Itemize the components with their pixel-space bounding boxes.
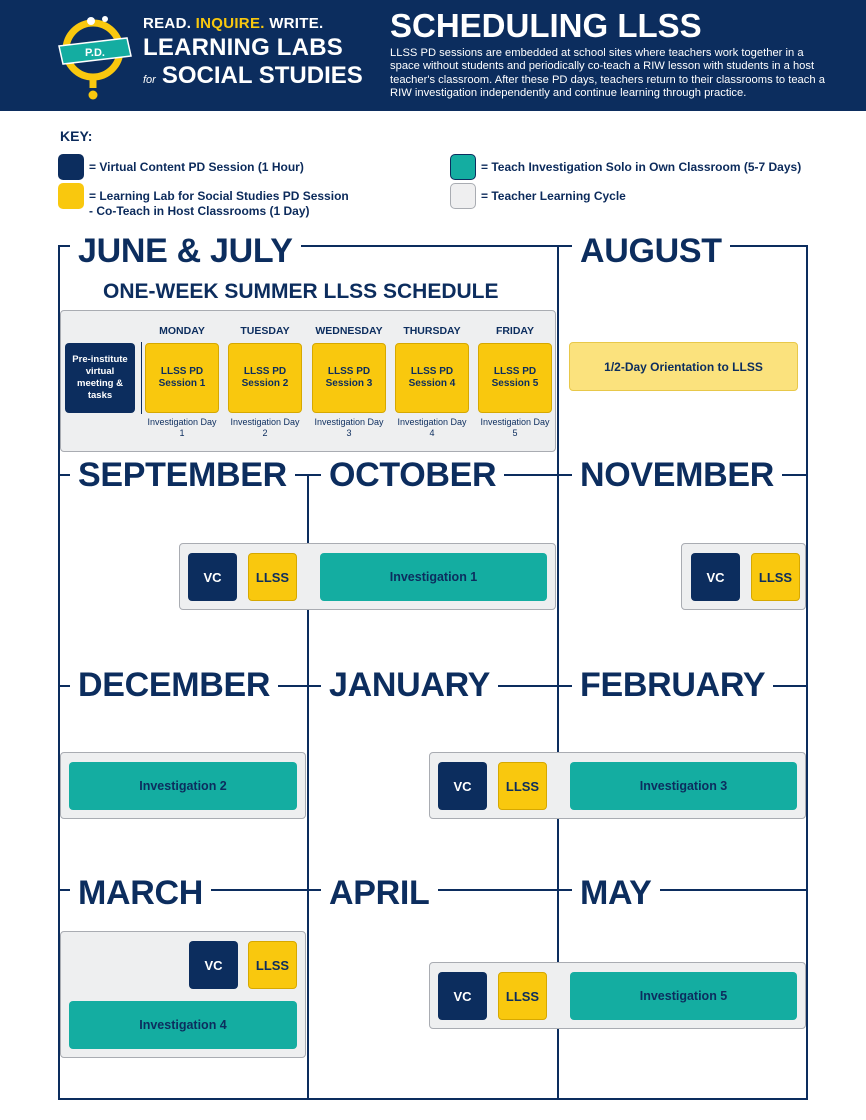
- day-wednesday: WEDNESDAY: [315, 325, 383, 337]
- grid-line-bottom: [58, 1098, 808, 1100]
- key-virtual-label: = Virtual Content PD Session (1 Hour): [89, 160, 304, 174]
- cycle-panel-3: Investigation 2: [60, 752, 306, 819]
- grid-line-right: [806, 245, 808, 1100]
- key-lab-label: = Learning Lab for Social Studies PD Ses…: [89, 189, 349, 218]
- llss-block: LLSS: [498, 972, 547, 1020]
- brand-line-2: for SOCIAL STUDIES: [143, 62, 363, 90]
- llss-session-4: LLSS PD Session 4: [395, 343, 469, 413]
- month-june-july: JUNE & JULY: [70, 233, 301, 269]
- cycle-panel-2: VC LLSS: [681, 543, 806, 610]
- investigation-day-2: Investigation Day 2: [230, 417, 300, 438]
- cycle-panel-5: VC LLSS Investigation 4: [60, 931, 306, 1058]
- key-solo-swatch: [450, 154, 476, 180]
- page-title: SCHEDULING LLSS: [390, 7, 702, 44]
- month-may: MAY: [572, 875, 660, 911]
- investigation-1-block: Investigation 1: [320, 553, 547, 601]
- tagline-write: WRITE.: [269, 15, 324, 32]
- llss-block: LLSS: [751, 553, 800, 601]
- llss-block: LLSS: [248, 553, 297, 601]
- key-solo-label: = Teach Investigation Solo in Own Classr…: [481, 160, 802, 174]
- key-virtual-swatch: [58, 154, 84, 180]
- investigation-day-5: Investigation Day 5: [480, 417, 550, 438]
- llss-session-3: LLSS PD Session 3: [312, 343, 386, 413]
- cycle-panel-4: VC LLSS Investigation 3: [429, 752, 806, 819]
- day-monday: MONDAY: [159, 325, 205, 337]
- investigation-day-3: Investigation Day 3: [314, 417, 384, 438]
- intro-text: LLSS PD sessions are embedded at school …: [390, 47, 825, 100]
- investigation-day-4: Investigation Day 4: [397, 417, 467, 438]
- vc-block: VC: [438, 972, 487, 1020]
- brand-line-2-text: SOCIAL STUDIES: [161, 62, 363, 89]
- tagline: READ. INQUIRE. WRITE.: [143, 15, 323, 32]
- month-october: OCTOBER: [321, 457, 505, 493]
- month-january: JANUARY: [321, 667, 498, 703]
- tagline-read: READ.: [143, 15, 192, 32]
- day-thursday: THURSDAY: [403, 325, 461, 337]
- key-title: KEY:: [60, 128, 93, 144]
- investigation-4-block: Investigation 4: [69, 1001, 297, 1049]
- month-december: DECEMBER: [70, 667, 279, 703]
- llss-block: LLSS: [248, 941, 297, 989]
- pre-institute-block: Pre-institute virtual meeting & tasks: [65, 343, 135, 413]
- vc-block: VC: [189, 941, 238, 989]
- pre-institute-divider: [141, 342, 142, 414]
- llss-session-5: LLSS PD Session 5: [478, 343, 552, 413]
- key-cycle-swatch: [450, 183, 476, 209]
- logo-text: P.D.: [85, 47, 105, 59]
- cycle-panel-1: VC LLSS Investigation 1: [179, 543, 556, 610]
- investigation-3-block: Investigation 3: [570, 762, 797, 810]
- day-friday: FRIDAY: [495, 325, 535, 337]
- vc-block: VC: [438, 762, 487, 810]
- month-march: MARCH: [70, 875, 212, 911]
- grid-line-left: [58, 245, 60, 1100]
- llss-block: LLSS: [498, 762, 547, 810]
- summer-schedule-panel: Pre-institute virtual meeting & tasks MO…: [60, 310, 556, 452]
- month-november: NOVEMBER: [572, 457, 783, 493]
- summer-schedule-title: ONE-WEEK SUMMER LLSS SCHEDULE: [103, 280, 499, 303]
- vc-block: VC: [188, 553, 237, 601]
- month-september: SEPTEMBER: [70, 457, 295, 493]
- brand-line-1: LEARNING LABS: [143, 34, 343, 61]
- tagline-inquire: INQUIRE.: [195, 15, 265, 32]
- key-lab-swatch: [58, 183, 84, 209]
- grid-line-mid2: [557, 245, 559, 1100]
- row1-rule: [58, 245, 808, 247]
- vc-block: VC: [691, 553, 740, 601]
- cycle-panel-6: VC LLSS Investigation 5: [429, 962, 806, 1029]
- month-august: AUGUST: [572, 233, 730, 269]
- investigation-5-block: Investigation 5: [570, 972, 797, 1020]
- brand-for: for: [143, 74, 156, 86]
- llss-session-2: LLSS PD Session 2: [228, 343, 302, 413]
- investigation-day-1: Investigation Day 1: [147, 417, 217, 438]
- august-orientation-block: 1/2-Day Orientation to LLSS: [569, 342, 798, 391]
- grid-line-mid1: [307, 475, 309, 1100]
- month-april: APRIL: [321, 875, 438, 911]
- pd-logo-icon: P.D.: [58, 16, 132, 100]
- key-cycle-label: = Teacher Learning Cycle: [481, 189, 626, 203]
- header-banner: P.D. READ. INQUIRE. WRITE. LEARNING LABS…: [0, 0, 866, 111]
- llss-session-1: LLSS PD Session 1: [145, 343, 219, 413]
- month-february: FEBRUARY: [572, 667, 774, 703]
- day-tuesday: TUESDAY: [240, 325, 290, 337]
- investigation-2-block: Investigation 2: [69, 762, 297, 810]
